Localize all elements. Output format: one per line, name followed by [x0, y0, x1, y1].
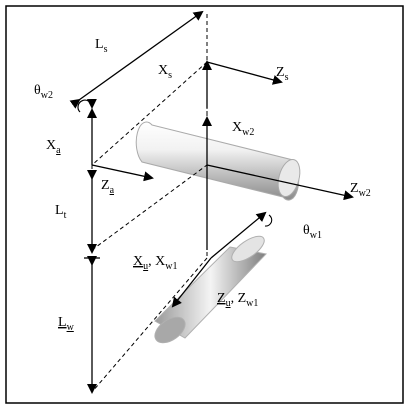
dashed-frame-lines [91, 14, 208, 393]
upper-cylinder [135, 121, 301, 201]
label-zw2: Zw2 [350, 181, 371, 199]
zu-axis-arrow [171, 257, 212, 308]
za-axis-arrow [91, 164, 154, 182]
label-ls: Ls [95, 37, 108, 55]
label-xs: Xs [158, 63, 172, 81]
theta-w1-axis-arrow [210, 211, 267, 259]
label-lt: Lt [55, 203, 67, 221]
label-xu-xw1: Xu, Xw1 [133, 254, 177, 272]
lower-cylinder [154, 235, 267, 344]
label-lw: Lw [58, 315, 75, 333]
theta-w1-rotation-icon [264, 214, 273, 227]
zw2-axis-arrow [206, 164, 354, 201]
frame-border [5, 5, 404, 404]
zs-axis-arrow [206, 61, 283, 85]
label-theta-w2: θw2 [34, 83, 53, 101]
ls-dimension-arrow [69, 10, 204, 109]
theta-w2-rotation-icon [77, 98, 97, 113]
label-xa: Xa [46, 138, 61, 156]
label-zu-zw1: Zu, Zw1 [217, 291, 258, 309]
label-xw2: Xw2 [232, 120, 254, 138]
label-za: Za [101, 178, 115, 196]
label-theta-w1: θw1 [303, 223, 322, 241]
label-zs: Zs [276, 65, 289, 83]
